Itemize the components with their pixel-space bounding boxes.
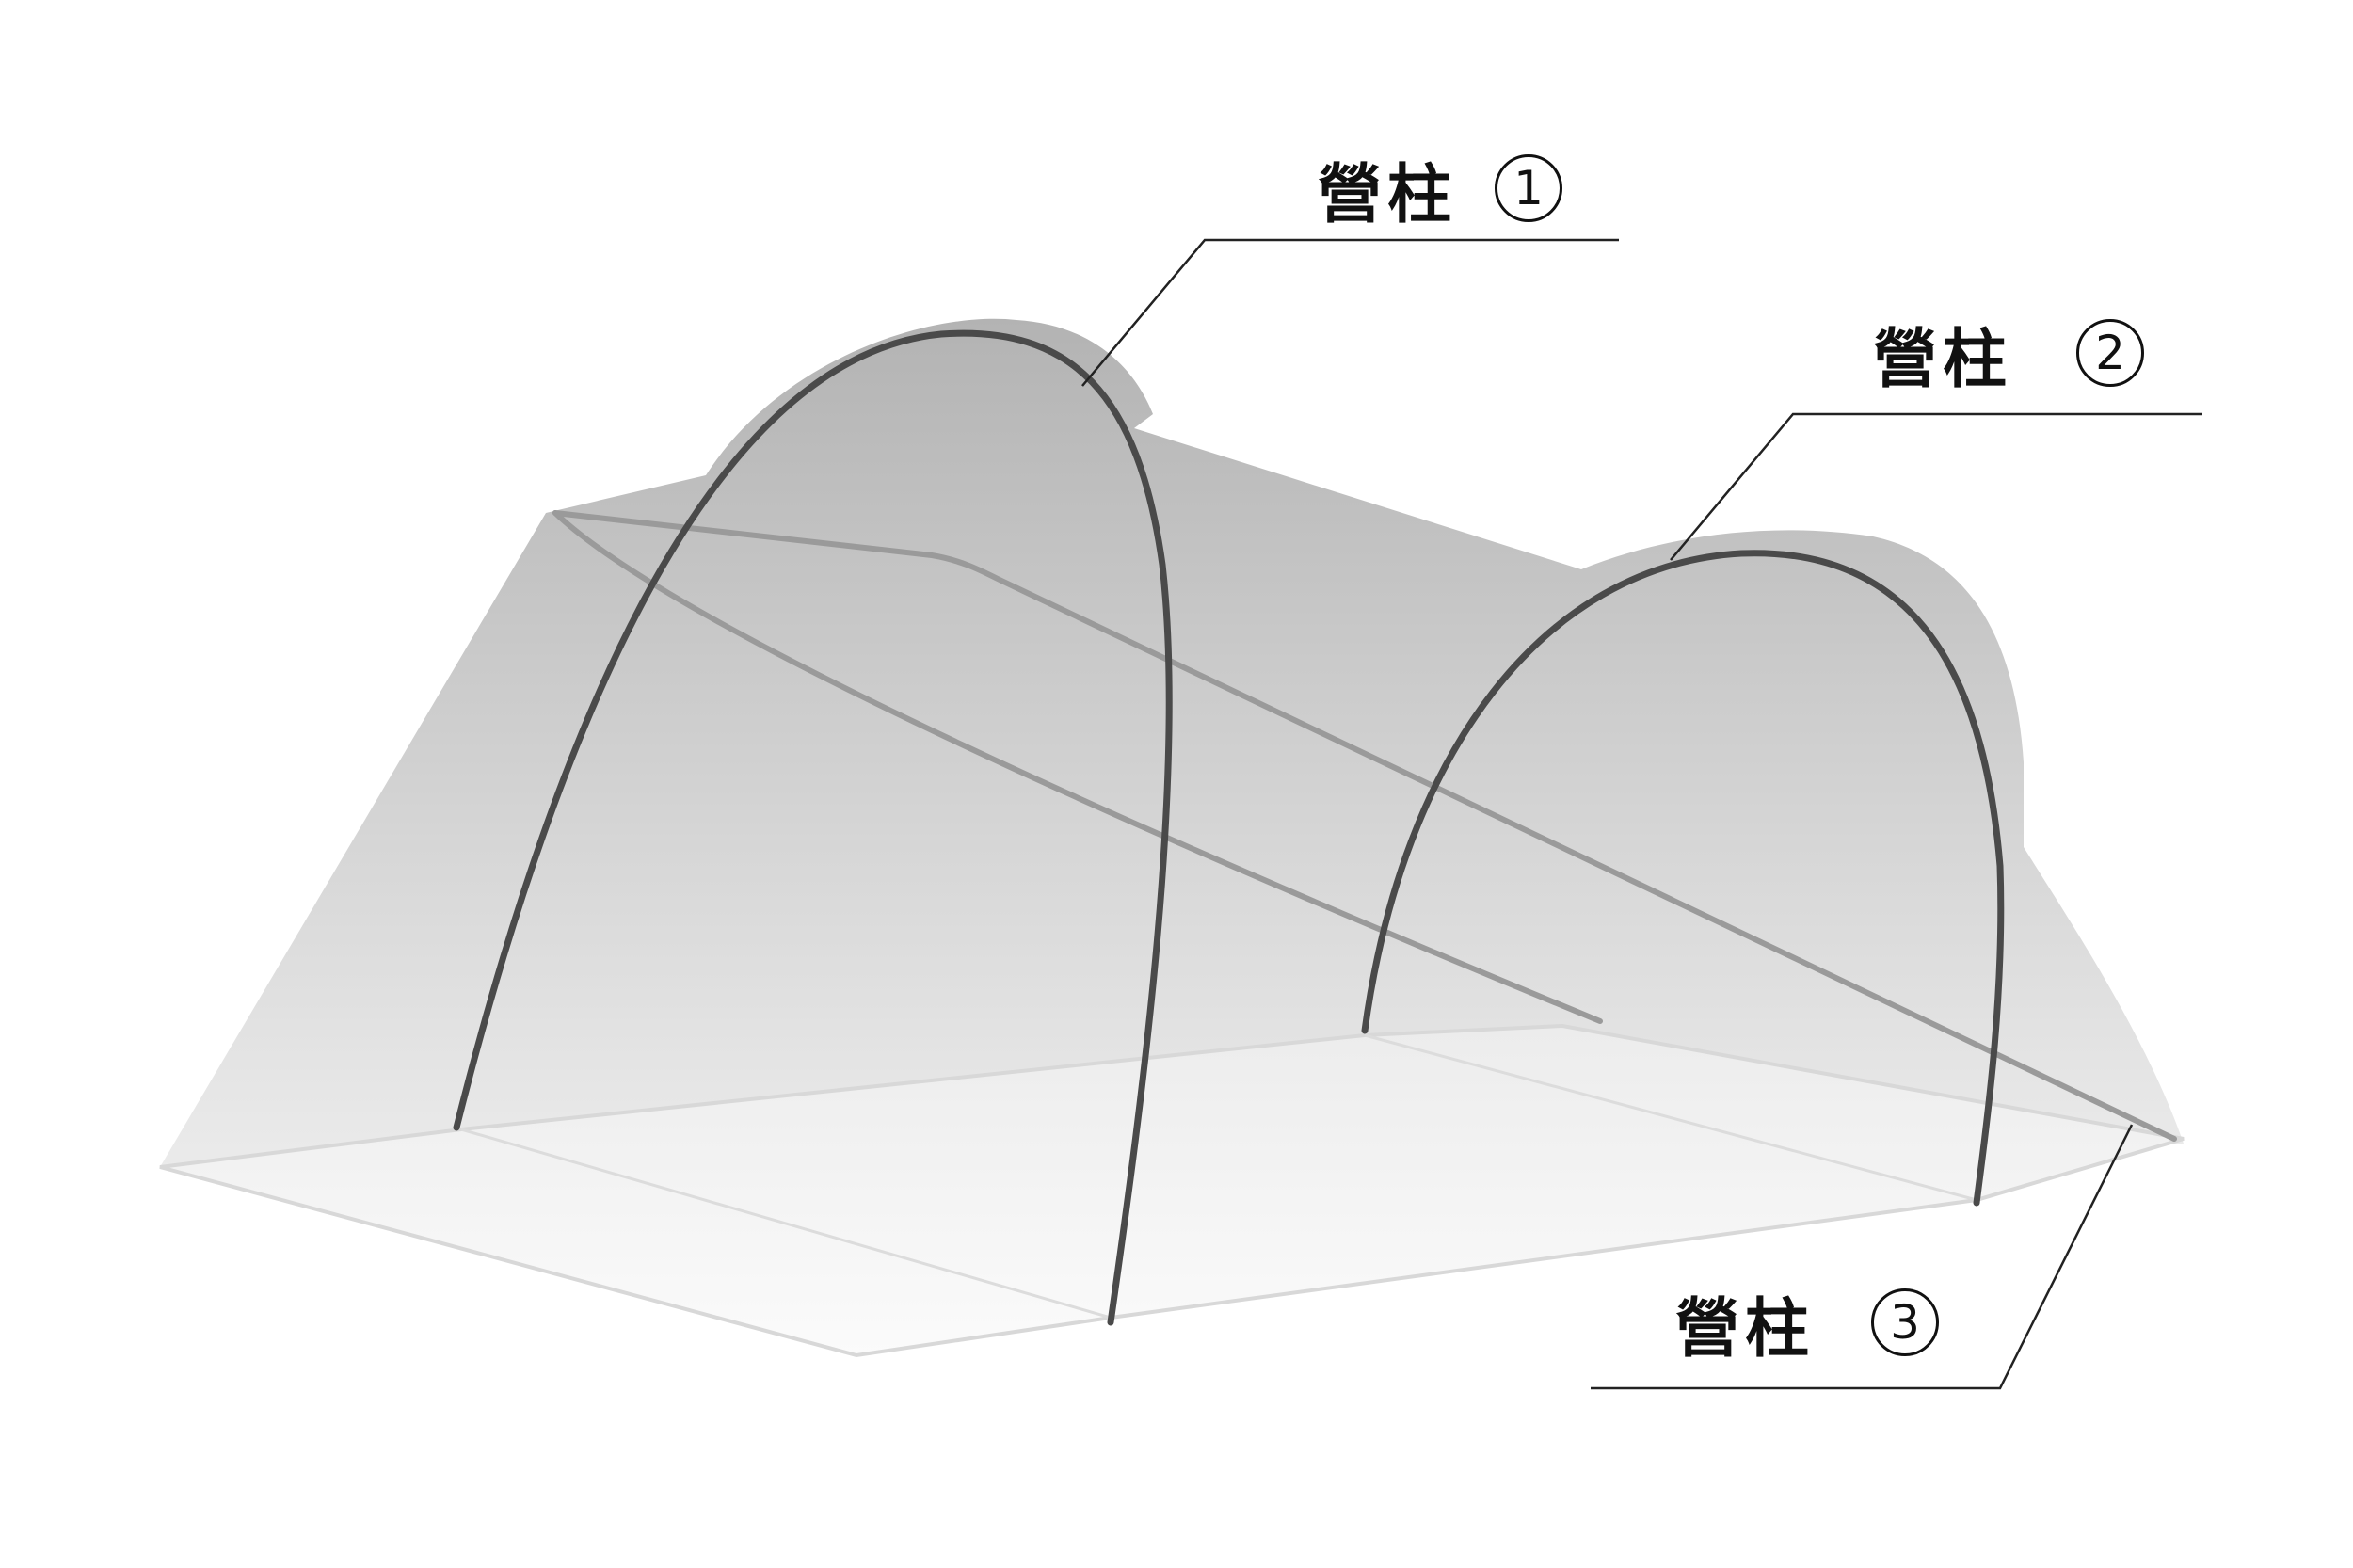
tent-floor (159, 1023, 2185, 1358)
floor-line-right (1364, 1033, 1977, 1202)
arch-pole-rear (1361, 550, 2005, 1207)
ridge-pole-branch (552, 510, 1603, 1024)
pole-label-text: 營柱 (1318, 157, 1458, 232)
pole-label-text: 營柱 (1675, 1291, 1816, 1367)
circled-number-1: 1 (1495, 154, 1563, 222)
pole-label-text: 營柱 (1873, 322, 2013, 397)
pole-label-2: 營柱 2 (1873, 311, 2145, 397)
ridge-pole (552, 510, 2177, 1142)
pole-label-1: 營柱 1 (1318, 146, 1563, 232)
arch-pole-front (453, 329, 1173, 1326)
leader-line-2 (1670, 412, 2202, 561)
circled-number-3: 3 (1871, 1288, 1940, 1356)
leader-line-3 (1591, 1124, 2134, 1390)
leader-line-1 (1081, 238, 1619, 387)
pole-label-3: 營柱 3 (1675, 1280, 1940, 1367)
circled-number-2: 2 (2076, 319, 2145, 387)
floor-line-left (460, 1128, 1112, 1320)
